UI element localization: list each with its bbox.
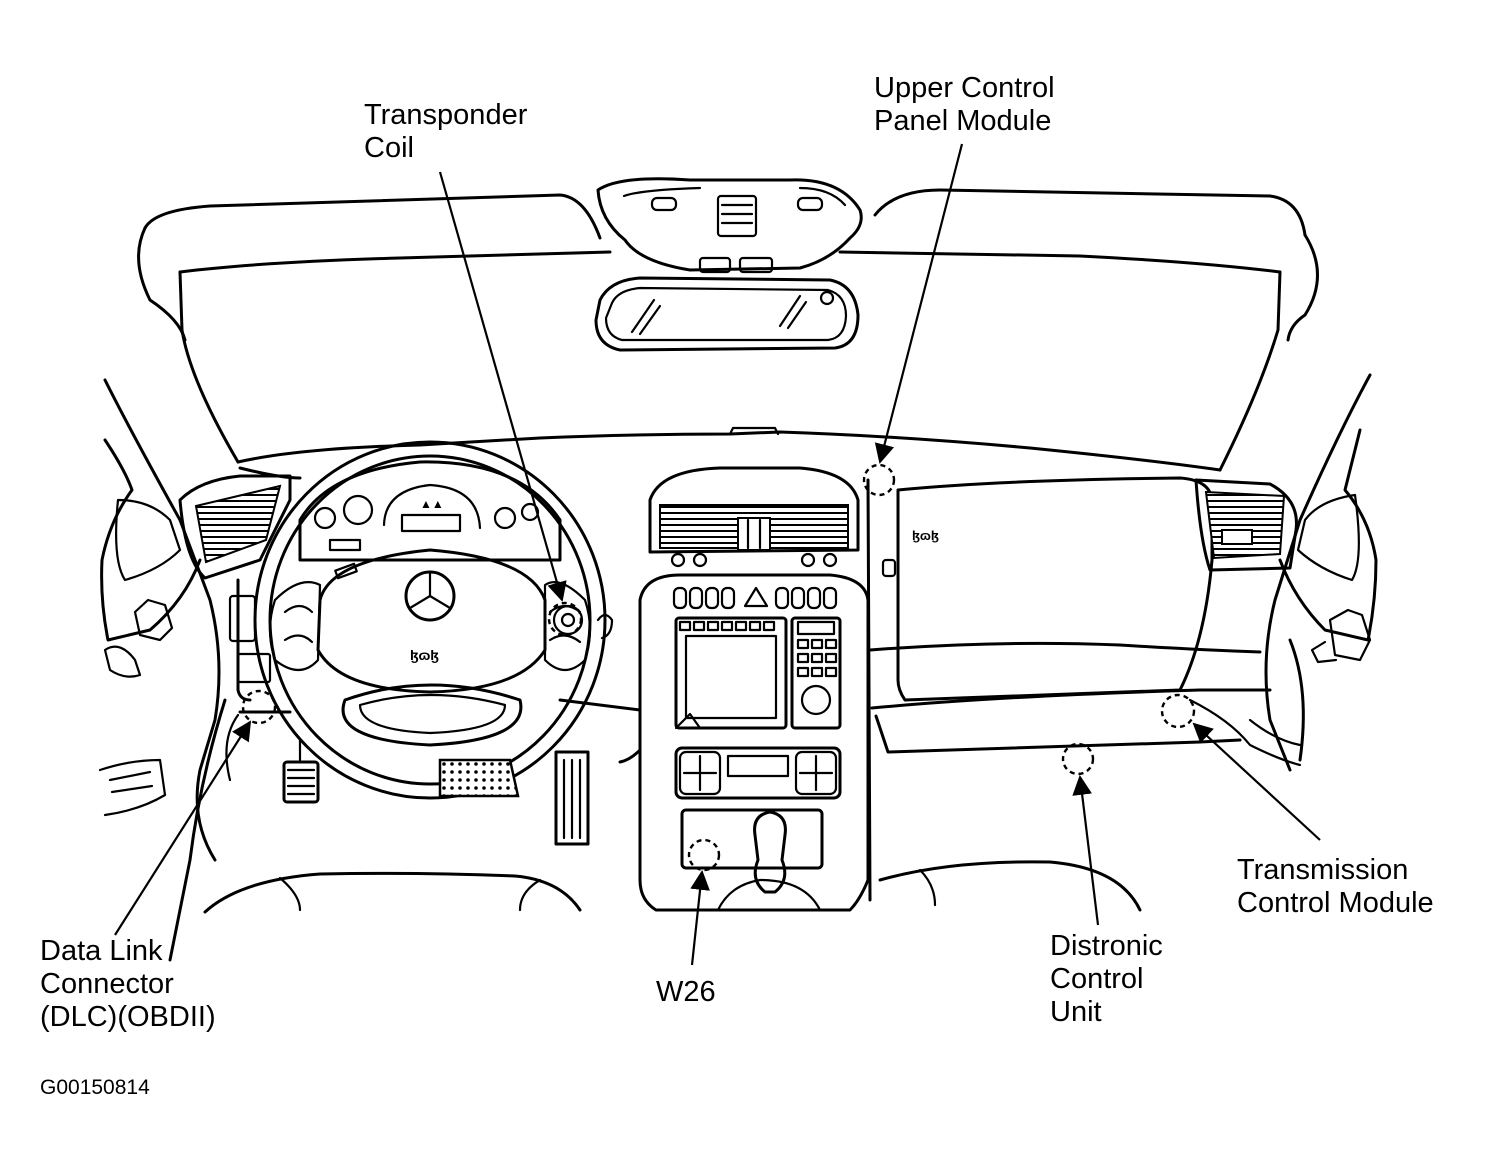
overhead-console (596, 177, 863, 274)
door-right (1264, 373, 1378, 772)
leader-lines (114, 143, 1321, 966)
label-distronic-control-unit: Distronic Control Unit (1050, 930, 1163, 1029)
left-lower-dash (225, 578, 642, 782)
leader-transponder (438, 171, 567, 602)
label-line: Panel Module (874, 105, 1052, 137)
rearview-mirror (594, 276, 860, 352)
label-transponder-coil: Transponder Coil (364, 99, 527, 165)
right-air-vent (1194, 478, 1298, 572)
glovebox: ɮɷɮ (866, 476, 1272, 902)
label-data-link-connector: Data Link Connector (DLC)(OBDII) (40, 935, 216, 1034)
label-line: (DLC)(OBDII) (40, 1001, 216, 1033)
leader-dlc (114, 720, 252, 936)
label-line: Unit (1050, 996, 1102, 1028)
dlc-marker (241, 689, 277, 725)
steering-wheel: ɮɷɮ (253, 440, 607, 800)
tcm-marker (1160, 693, 1196, 729)
label-upper-control-panel-module: Upper Control Panel Module (874, 72, 1055, 138)
svg-text:▲▲: ▲▲ (420, 497, 444, 511)
label-transmission-control-module: Transmission Control Module (1237, 854, 1434, 920)
leader-upper-control (874, 143, 964, 464)
instrument-cluster: ▲▲ (298, 460, 562, 562)
label-line: Transponder (364, 99, 528, 131)
seats (203, 860, 1142, 914)
pedals (282, 738, 590, 846)
component-markers (241, 463, 1196, 872)
label-w26: W26 (656, 976, 716, 1009)
transponder-coil-marker (547, 601, 583, 637)
leader-tcm (1192, 722, 1321, 841)
label-line: Distronic (1050, 930, 1163, 962)
label-line: Coil (364, 132, 414, 164)
leader-distronic (1072, 775, 1100, 926)
center-vents (648, 466, 860, 568)
svg-text:ɮɷɮ: ɮɷɮ (912, 528, 939, 543)
figure-id: G00150814 (40, 1076, 150, 1099)
upper-control-panel-marker (862, 463, 896, 497)
leader-w26 (690, 870, 710, 966)
label-line: Data Link (40, 935, 163, 967)
svg-text:ɮɷɮ: ɮɷɮ (410, 647, 439, 663)
label-line: Control (1050, 963, 1144, 995)
dashboard-top (236, 426, 1222, 480)
label-line: Control Module (1237, 887, 1434, 919)
center-stack (638, 573, 870, 912)
w26-marker (687, 838, 721, 872)
label-line: W26 (656, 976, 716, 1008)
door-left (98, 378, 227, 962)
left-air-vent (178, 474, 292, 580)
label-line: Transmission (1237, 854, 1409, 886)
label-line: Upper Control (874, 72, 1055, 104)
distronic-marker (1061, 742, 1095, 776)
label-line: Connector (40, 968, 174, 1000)
windshield-frame (137, 188, 1319, 472)
right-floor (1188, 698, 1302, 767)
